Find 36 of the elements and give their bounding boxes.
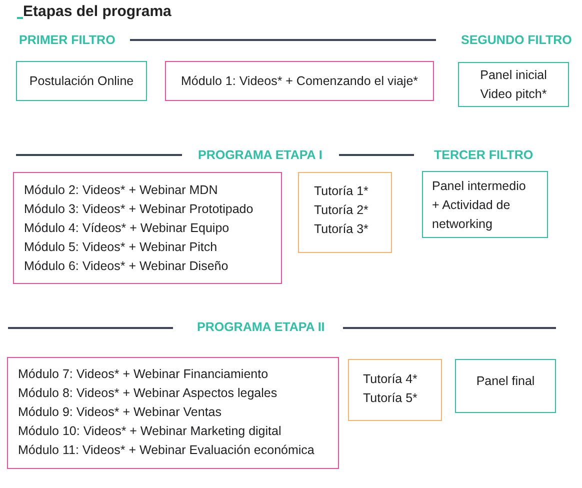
stage-text: Tutoría 5* [363, 390, 418, 407]
stage-box [16, 61, 147, 101]
stage-text: Panel inicial [480, 67, 547, 84]
stage-text: Módulo 9: Videos* + Webinar Ventas [18, 404, 222, 421]
stage-text: Panel intermedio + Actividad de networking [432, 178, 527, 233]
section-heading: SEGUNDO FILTRO [461, 32, 572, 48]
stage-text: Módulo 4: Vídeos* + Webinar Equipo [24, 220, 230, 237]
stage-text: Módulo 7: Videos* + Webinar Financiamiento [18, 366, 268, 383]
stage-text: Postulación Online [29, 73, 134, 90]
stage-text: Tutoría 2* [314, 202, 368, 219]
stage-text: Módulo 3: Videos* + Webinar Prototipado [24, 201, 254, 218]
stage-text: Tutoría 1* [314, 183, 368, 200]
section-heading: PROGRAMA ETAPA II [197, 319, 325, 335]
stage-text: Módulo 11: Videos* + Webinar Evaluación económica [18, 442, 314, 459]
stage-box [455, 359, 556, 413]
stage-box [298, 172, 392, 253]
stage-box [165, 61, 434, 101]
stage-text: Módulo 2: Videos* + Webinar MDN [24, 182, 218, 199]
stage-text: Tutoría 4* [363, 371, 418, 388]
diagram-title: Etapas del programa [23, 3, 172, 21]
section-heading: PRIMER FILTRO [19, 32, 116, 48]
section-heading: PROGRAMA ETAPA I [198, 147, 322, 163]
stage-text: Módulo 1: Videos* + Comenzando el viaje* [180, 73, 418, 90]
stage-text: Panel final [476, 373, 535, 390]
stage-box [422, 171, 548, 238]
stage-text: Módulo 5: Videos* + Webinar Pitch [24, 239, 218, 256]
section-heading: TERCER FILTRO [434, 147, 534, 163]
stage-text: Módulo 8: Videos* + Webinar Aspectos legales [18, 385, 278, 402]
stage-text: Módulo 6: Videos* + Webinar Diseño [24, 258, 228, 275]
stage-box [348, 359, 442, 421]
stage-text: Tutoría 3* [314, 221, 368, 238]
stage-box [13, 172, 282, 284]
stage-text: Video pitch* [480, 86, 547, 103]
stage-text: Módulo 10: Videos* + Webinar Marketing digital [18, 423, 282, 440]
stage-box [7, 357, 339, 469]
stage-box [458, 62, 569, 107]
